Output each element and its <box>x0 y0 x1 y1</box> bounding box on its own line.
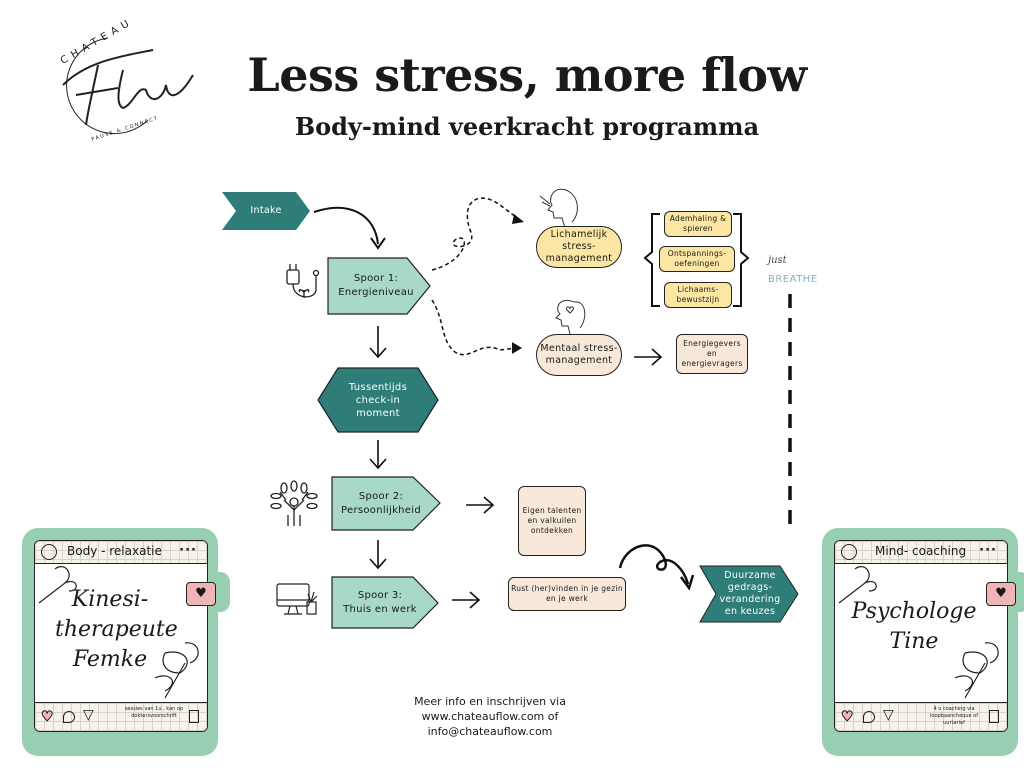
card-title: Mind- coaching <box>875 544 967 558</box>
checkin-label: Tussentijds check-in moment <box>348 381 408 419</box>
card-note: 4 u coaching via loopbaancheque of uurta… <box>930 706 978 726</box>
spoor2-line2: Persoonlijkheid <box>341 504 421 516</box>
arrow-right-mentaal <box>634 348 663 366</box>
mentaal-box: Mentaal stress-management <box>536 334 622 376</box>
heart-notification-icon: ♥ <box>986 582 1016 606</box>
avatar-icon <box>841 544 857 560</box>
arrow-down-2 <box>369 440 387 470</box>
lichamelijk-item-3: Lichaams-bewustzijn <box>664 282 732 308</box>
tree-person-icon <box>270 480 318 526</box>
like-icon[interactable]: ♥ <box>41 709 55 726</box>
checkin-hexagon <box>317 367 439 433</box>
just-breathe-text: just BREATHE <box>768 248 828 286</box>
right-brace <box>733 213 750 307</box>
script-line: therapeute <box>55 617 178 642</box>
page-subtitle: Body-mind veerkracht programma <box>294 112 760 141</box>
intake-chevron <box>222 192 310 230</box>
more-icon: ··· <box>179 543 197 558</box>
logo-circle-icon <box>62 37 194 134</box>
intake-label: Intake <box>250 205 282 216</box>
breathing-head-icon <box>539 188 578 229</box>
contact-line-1: Meer info en inschrijven via <box>414 695 566 708</box>
left-brace <box>643 213 660 307</box>
script-line: Kinesi- <box>71 587 149 612</box>
comment-icon[interactable] <box>63 711 75 723</box>
spoor1-shape <box>327 257 431 315</box>
contact-email[interactable]: info@chateauflow.com <box>427 725 553 738</box>
card-body-relaxatie: Body - relaxatie ··· Kinesi- therapeute … <box>22 528 230 756</box>
mentaal-item: Energiegevers en energievragers <box>676 334 748 374</box>
spoor3-item: Rust (her)vinden in je gezin en je werk <box>508 577 626 611</box>
result-chevron <box>699 565 799 623</box>
script-line: Tine <box>889 629 939 654</box>
spoor2-line1: Spoor 2: <box>358 490 404 502</box>
page-title: Less stress, more flow <box>247 48 807 102</box>
share-icon[interactable]: ▽ <box>883 707 894 723</box>
lichamelijk-item-2: Ontspannings-oefeningen <box>659 246 735 272</box>
arrow-intake-spoor1 <box>313 206 379 245</box>
spoor2-shape <box>331 476 441 531</box>
bookmark-icon[interactable] <box>989 710 999 723</box>
heart-head-icon <box>555 300 586 335</box>
contact-info: Meer info en inschrijven via www.chateau… <box>380 694 600 739</box>
arrow-right-spoor2 <box>466 496 495 514</box>
computer-plant-icon <box>276 583 318 615</box>
card-script-name: Psychologe Tine <box>849 597 979 657</box>
heart-notification-icon: ♥ <box>186 582 216 606</box>
plug-plant-icon <box>286 264 320 298</box>
spoor3-line2: Thuis en werk <box>343 603 417 615</box>
card-footer: ♥ ▽ sessies van 1u , kan op doktersvoors… <box>35 702 207 731</box>
spoor1-line1: Spoor 1: <box>353 273 399 284</box>
arrow-right-spoor3 <box>452 591 481 609</box>
arrow-down-1 <box>369 326 387 359</box>
like-icon[interactable]: ♥ <box>841 709 855 726</box>
card-header: Body - relaxatie ··· <box>35 541 207 564</box>
card-header: Mind- coaching ··· <box>835 541 1007 564</box>
spoor3-shape <box>331 576 439 629</box>
spoor2-item: Eigen talenten en valkuilen ontdekken <box>518 486 586 556</box>
avatar-icon <box>41 544 57 560</box>
flower-leaf-icon <box>38 566 199 699</box>
card-note: sessies van 1u , kan op doktersvoorschri… <box>124 706 184 719</box>
script-line: Femke <box>72 647 148 672</box>
flower-leaf-icon <box>838 566 999 699</box>
breathe-text: BREATHE <box>768 274 818 285</box>
bookmark-icon[interactable] <box>189 710 199 723</box>
logo: CHATEAU PAUSE & CONNECT <box>38 16 198 143</box>
comment-icon[interactable] <box>863 711 875 723</box>
share-icon[interactable]: ▽ <box>83 707 94 723</box>
card-mind-coaching: Mind- coaching ··· Psychologe Tine ♥ ▽ 4… <box>822 528 1024 756</box>
card-script-name: Kinesi- therapeute Femke <box>55 585 178 675</box>
script-line: Psychologe <box>851 599 977 624</box>
just-text: just <box>768 255 787 266</box>
lichamelijk-item-1: Ademhaling & spieren <box>664 211 732 237</box>
dashed-arrow-mentaal <box>431 299 517 356</box>
spoor2-label: Spoor 2: Persoonlijkheid <box>332 477 430 530</box>
dashed-arrow-lichamelijk <box>431 197 521 271</box>
spoor1-line2: Energieniveau <box>338 287 414 298</box>
card-title: Body - relaxatie <box>67 544 162 558</box>
card-footer: ♥ ▽ 4 u coaching via loopbaancheque of u… <box>835 702 1007 731</box>
result-label: Duurzame gedrags-verandering en keuzes <box>719 570 781 617</box>
spoor3-label: Spoor 3: Thuis en werk <box>332 577 428 628</box>
spoor1-label: Spoor 1: Energieniveau <box>330 258 422 314</box>
contact-website[interactable]: www.chateauflow.com of <box>421 710 559 723</box>
arrow-to-result <box>618 544 690 585</box>
spoor3-line1: Spoor 3: <box>357 589 403 601</box>
arrow-down-3 <box>369 540 387 570</box>
more-icon: ··· <box>979 543 997 558</box>
lichamelijk-box: Lichamelijk stress-management <box>536 226 622 268</box>
